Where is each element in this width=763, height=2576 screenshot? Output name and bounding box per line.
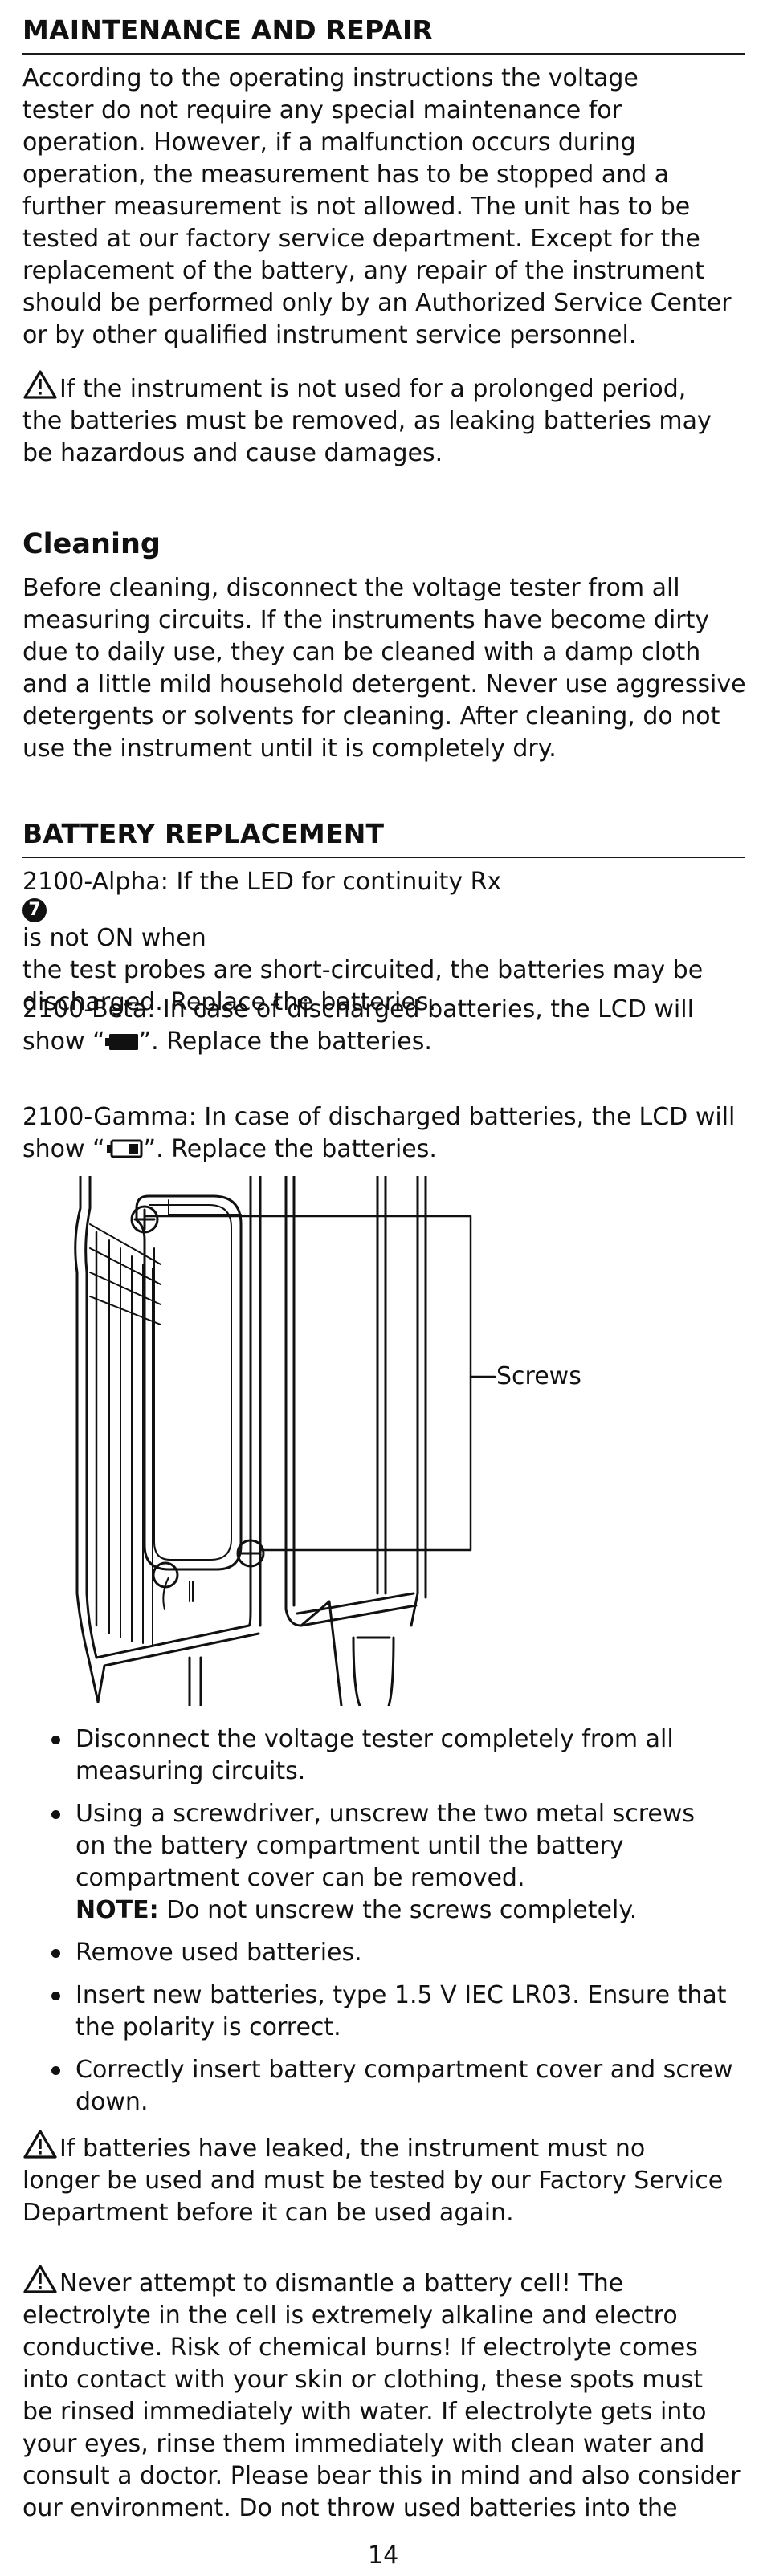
note-label: NOTE: bbox=[75, 1896, 159, 1924]
bullet-icon bbox=[51, 1992, 60, 2000]
beta-paragraph: 2100-Beta: In case of discharged batteri… bbox=[22, 995, 694, 1056]
bullet-icon bbox=[51, 2066, 60, 2075]
cleaning-paragraph: Before cleaning, disconnect the voltage … bbox=[22, 574, 746, 763]
continuity-led-badge: 7 bbox=[22, 898, 47, 922]
maintenance-heading: MAINTENANCE AND REPAIR bbox=[22, 14, 434, 46]
leak-warning: If batteries have leaked, the instrument… bbox=[22, 2129, 749, 2229]
screws-callout-label: Screws bbox=[496, 1362, 581, 1390]
warning-icon bbox=[23, 370, 57, 399]
cleaning-heading: Cleaning bbox=[22, 528, 161, 560]
warning-icon bbox=[23, 2265, 57, 2293]
list-item: Remove used batteries. bbox=[22, 1937, 749, 1969]
maintenance-paragraph: According to the operating instructions … bbox=[22, 64, 732, 349]
replacement-steps: Disconnect the voltage tester completely… bbox=[22, 1723, 749, 2118]
warning-icon bbox=[23, 2130, 57, 2159]
heading-divider bbox=[22, 53, 745, 55]
maintenance-warning: If the instrument is not used for a prol… bbox=[22, 369, 749, 470]
bullet-icon bbox=[51, 1949, 60, 1958]
page-number: 14 bbox=[368, 2541, 399, 2570]
battery-compartment-figure bbox=[74, 1176, 496, 1706]
battery-heading: BATTERY REPLACEMENT bbox=[22, 818, 385, 849]
list-item: Using a screwdriver, unscrew the two met… bbox=[22, 1798, 749, 1927]
gamma-paragraph: 2100-Gamma: In case of discharged batter… bbox=[22, 1103, 736, 1163]
list-item: Disconnect the voltage tester completely… bbox=[22, 1723, 749, 1788]
bullet-icon bbox=[51, 1736, 60, 1744]
battery-low-icon bbox=[106, 1139, 143, 1158]
bullet-icon bbox=[51, 1810, 60, 1819]
list-item: Insert new batteries, type 1.5 V IEC LR0… bbox=[22, 1980, 749, 2044]
alpha-paragraph: 2100-Alpha: If the LED for continuity Rx… bbox=[22, 868, 704, 1016]
battery-full-icon bbox=[104, 1034, 138, 1050]
dismantle-warning: Never attempt to dismantle a battery cel… bbox=[22, 2264, 749, 2525]
list-item: Correctly insert battery compartment cov… bbox=[22, 2054, 749, 2118]
heading-divider bbox=[22, 857, 745, 858]
